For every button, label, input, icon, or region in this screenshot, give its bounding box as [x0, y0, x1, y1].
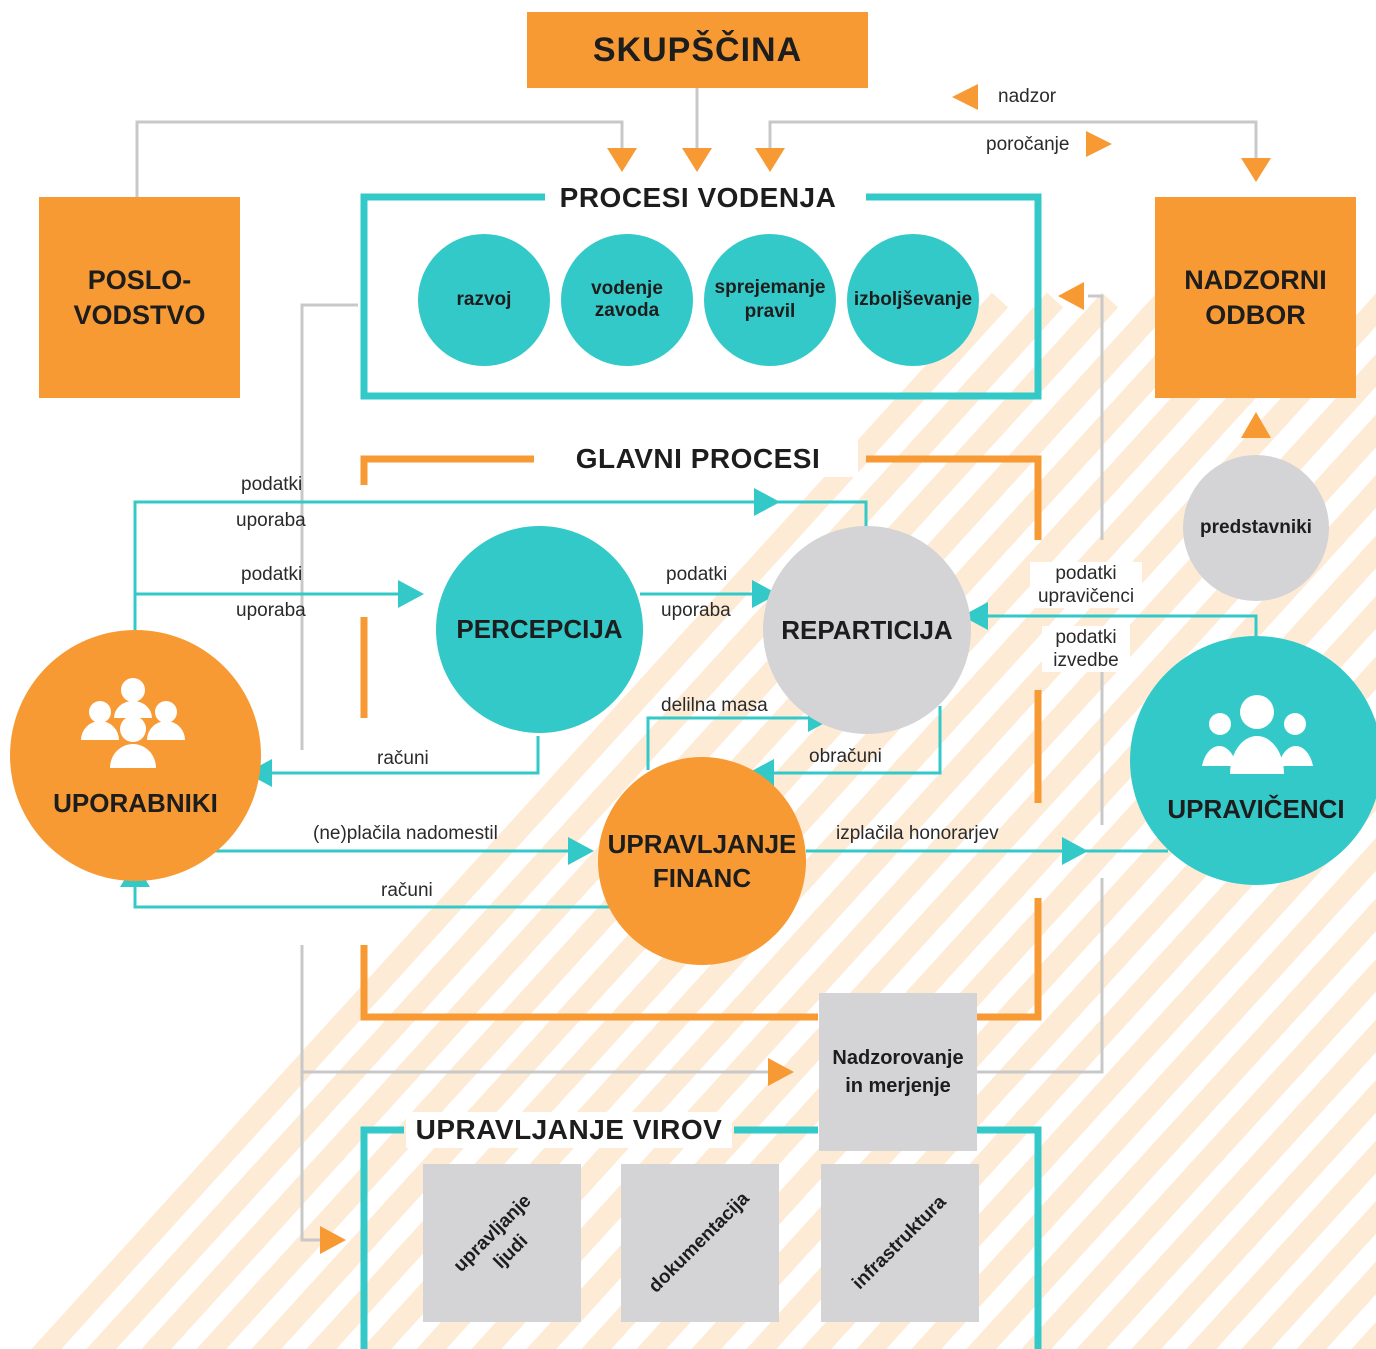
grey-connectors	[135, 88, 1258, 1242]
flow-label: podatki izvedbe	[1042, 626, 1130, 672]
background-stripe	[911, 838, 1376, 1349]
uporabniki-label: UPORABNIKI	[53, 788, 218, 818]
resource-upravljanje-ljudi: upravljanje ljudi	[423, 1164, 581, 1322]
process-label: vodenje zavoda	[591, 278, 663, 321]
procesi-vodenja-frame	[360, 193, 1042, 400]
process-label: sprejemanje pravil	[714, 277, 826, 322]
resource-label: dokumentacija	[645, 1188, 755, 1298]
nadzorni-odbor-box: NADZORNI ODBOR	[1155, 197, 1356, 398]
flow-label: delilna masa	[661, 695, 768, 716]
background-stripe	[966, 898, 1376, 1349]
flow-label: računi	[381, 880, 433, 901]
percepcija-node: PERCEPCIJA	[436, 526, 643, 733]
nadzor-arrow-icon	[952, 84, 978, 110]
process-vodenje-zavoda: vodenje zavoda	[561, 234, 693, 366]
flow-label: obračuni	[809, 746, 882, 767]
legend-porocanje: poročanje	[986, 134, 1070, 155]
flow-label: podatki upravičenci	[1030, 562, 1142, 608]
porocanje-arrow-icon	[1086, 131, 1112, 157]
upravljanje-financ-label: UPRAVLJANJE FINANC	[607, 829, 797, 893]
flow-label: izplačila honorarjev	[836, 823, 999, 844]
background-stripe	[1186, 1140, 1376, 1349]
legend-nadzor: nadzor	[998, 86, 1057, 107]
teal-connectors	[133, 500, 1258, 909]
nadzorovanje-label: Nadzorovanje in merjenje	[832, 1047, 964, 1097]
process-label: izboljševanje	[853, 289, 973, 310]
flow-label: računi	[377, 748, 429, 769]
process-izboljsevanje: izboljševanje	[847, 234, 979, 366]
uporabniki-node: UPORABNIKI	[10, 630, 261, 881]
glavni-procesi-title: GLAVNI PROCESI	[538, 441, 858, 477]
skupscina-box: SKUPŠČINA	[527, 12, 868, 88]
upravicenci-node: UPRAVIČENCI	[1130, 636, 1376, 885]
flow-label: uporaba	[236, 510, 306, 531]
flow-label: (ne)plačila nadomestil	[313, 823, 498, 844]
reparticija-label: REPARTICIJA	[781, 614, 953, 645]
upravljanje-virov-frame	[360, 1126, 1042, 1349]
predstavniki-node: predstavniki	[1183, 455, 1329, 601]
resource-dokumentacija: dokumentacija	[621, 1164, 779, 1322]
procesi-vodenja-title: PROCESI VODENJA	[547, 180, 849, 216]
poslovodstvo-label: POSLO- VODSTVO	[73, 264, 206, 330]
flow-label: uporaba	[236, 600, 306, 621]
background-stripe	[1021, 959, 1376, 1349]
percepcija-label: PERCEPCIJA	[456, 614, 623, 644]
upravljanje-virov-title: UPRAVLJANJE VIROV	[406, 1112, 732, 1148]
process-sprejemanje-pravil: sprejemanje pravil	[704, 234, 836, 366]
flow-label: podatki	[666, 564, 728, 585]
users-group-icon	[81, 678, 185, 768]
nadzorovanje-box: Nadzorovanje in merjenje	[819, 993, 977, 1151]
resource-label: upravljanje ljudi	[449, 1190, 536, 1277]
orange-arrowheads	[320, 84, 1271, 1254]
flow-label: podatki	[241, 474, 303, 495]
nadzorni-odbor-label: NADZORNI ODBOR	[1184, 264, 1327, 330]
reparticija-node: REPARTICIJA	[763, 526, 971, 734]
background-stripe	[1076, 1019, 1376, 1349]
skupscina-label: SKUPŠČINA	[592, 30, 803, 69]
background-stripe	[1131, 1080, 1376, 1349]
glavni-procesi-frame	[360, 455, 1042, 1021]
predstavniki-label: predstavniki	[1200, 517, 1312, 538]
poslovodstvo-box: POSLO- VODSTVO	[39, 197, 240, 398]
flow-label: podatki	[241, 564, 303, 585]
upravljanje-financ-node: UPRAVLJANJE FINANC	[598, 757, 806, 965]
flow-label: uporaba	[661, 600, 731, 621]
process-label: razvoj	[456, 289, 512, 310]
users-group-icon	[1202, 695, 1313, 774]
resource-label: infrastruktura	[848, 1191, 951, 1294]
upravicenci-label: UPRAVIČENCI	[1167, 794, 1345, 824]
process-razvoj: razvoj	[418, 234, 550, 366]
resource-infrastruktura: infrastruktura	[821, 1164, 979, 1322]
